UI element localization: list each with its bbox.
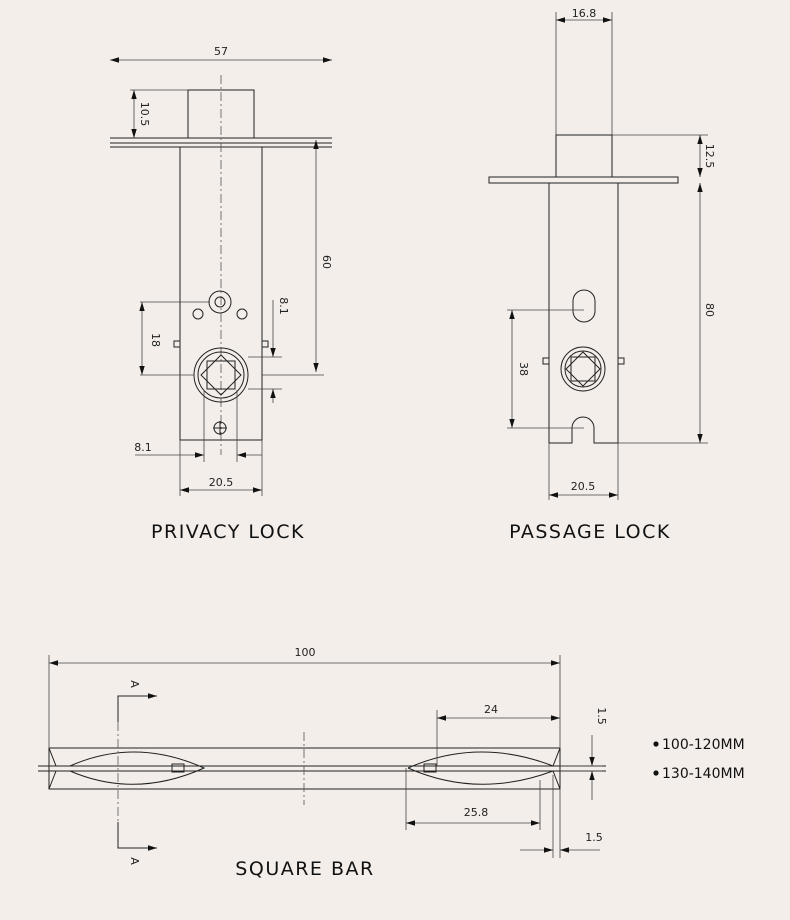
section-marker-a: A A: [117, 680, 157, 865]
passage-spindle: [555, 134, 613, 178]
privacy-lock-title: PRIVACY LOCK: [151, 521, 305, 543]
option-length-1: 100-120MM: [662, 737, 745, 753]
passage-lock-title: PASSAGE LOCK: [509, 521, 671, 543]
section-label-bottom: A: [128, 857, 141, 865]
square-bar-title: SQUARE BAR: [235, 858, 374, 880]
dim-body-length: 60: [320, 255, 333, 269]
bullet-icon: [653, 741, 659, 747]
passage-faceplate: [488, 176, 679, 184]
passage-body: [548, 183, 619, 444]
dim-slot-spacing: 38: [517, 362, 530, 376]
dim-spindle-width: 16.8: [572, 7, 597, 20]
privacy-lock-drawing: 57 10.5 60 18 8.1 8.1 20.5 PRIVACY LOCK: [110, 45, 333, 543]
dim-bar-tip: 1.5: [585, 831, 603, 844]
dim-body-length-passage: 80: [703, 303, 716, 317]
passage-hub: [560, 346, 606, 392]
square-bar-drawing: 100 24 1.5 25.8 1.5 A A 100-120: [38, 646, 745, 880]
dim-hub-offset: 18: [149, 333, 162, 347]
privacy-upper-hole: [208, 290, 232, 314]
bullet-icon: [653, 770, 659, 776]
dim-taper-length: 24: [484, 703, 498, 716]
passage-slot: [572, 289, 596, 323]
dim-bar-thickness: 1.5: [595, 707, 608, 725]
section-label-top: A: [128, 680, 141, 688]
option-length-2: 130-140MM: [662, 766, 745, 782]
dim-bar-offset: 25.8: [464, 806, 489, 819]
dim-spindle-height: 10.5: [138, 102, 151, 127]
dim-body-width: 20.5: [209, 476, 234, 489]
dim-left-offset: 8.1: [134, 441, 152, 454]
dim-overall-width: 57: [214, 45, 228, 58]
square-bar-body: [48, 747, 561, 790]
dim-hole-offset: 8.1: [277, 297, 290, 315]
passage-lock-drawing: 16.8 12.5 80 38 20.5 PASSAGE LOCK: [488, 7, 716, 543]
dim-body-width-passage: 20.5: [571, 480, 596, 493]
dim-bar-length: 100: [295, 646, 316, 659]
dim-spindle-height-passage: 12.5: [703, 144, 716, 169]
